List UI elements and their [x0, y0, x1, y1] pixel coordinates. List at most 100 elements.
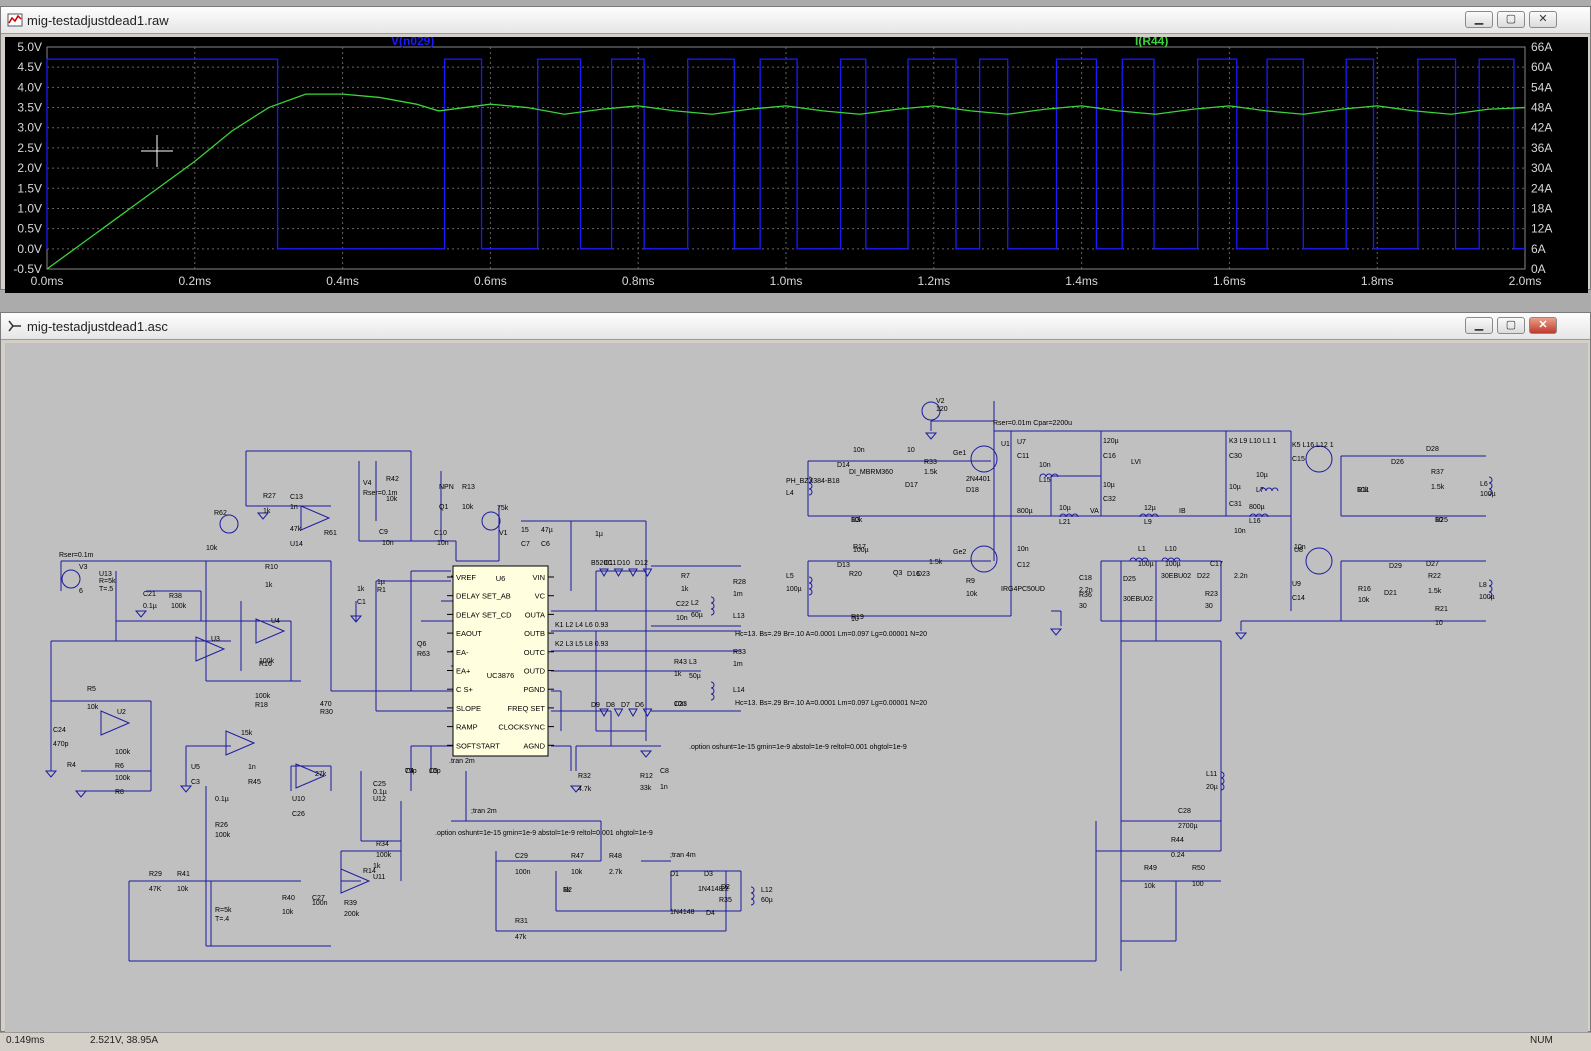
spice-directive[interactable]: K2 L3 L5 L8 0.93 — [555, 641, 608, 648]
opamp-symbol[interactable] — [295, 763, 326, 789]
schematic-close-button[interactable]: ✕ — [1529, 317, 1557, 334]
inductor-symbol[interactable] — [1249, 513, 1269, 518]
opamp-symbol[interactable] — [300, 505, 331, 531]
schematic-maximize-button[interactable]: ▢ — [1497, 317, 1525, 334]
diode-symbol[interactable] — [642, 568, 653, 578]
y-right-tick-label: 54A — [1531, 80, 1552, 94]
component-label: D23 — [917, 571, 930, 578]
inductor-symbol[interactable] — [1139, 513, 1159, 518]
voltage-source-symbol[interactable] — [61, 569, 81, 589]
opamp-symbol[interactable] — [340, 868, 371, 894]
opamp-symbol[interactable] — [225, 730, 256, 756]
component-label: 10k — [571, 869, 583, 876]
component-label: 100k — [215, 832, 231, 839]
diode-symbol[interactable] — [613, 568, 624, 578]
component-label: C32 — [1103, 496, 1116, 503]
component-label: 60µ — [761, 897, 773, 904]
spice-directive[interactable]: .option oshunt=1e-15 gmin=1e-9 abstol=1e… — [689, 744, 907, 751]
component-label: C24 — [53, 727, 66, 734]
schematic-minimize-button[interactable]: ▁ — [1465, 317, 1493, 334]
ic-pin-label-left: EA+ — [456, 667, 471, 676]
inductor-symbol[interactable] — [1220, 771, 1225, 791]
inductor-symbol[interactable] — [1488, 579, 1493, 599]
component-label: 10k — [462, 504, 474, 511]
spice-directive[interactable]: Hc=13. Bs=.29 Br=.10 A=0.0001 Lm=0.097 L… — [735, 700, 927, 707]
igbt-symbol[interactable] — [970, 445, 998, 473]
component-label: D6 — [635, 702, 644, 709]
inductor-symbol[interactable] — [1129, 557, 1149, 562]
inductor-symbol[interactable] — [808, 576, 813, 596]
component-label: 10k — [282, 909, 294, 916]
diode-symbol[interactable] — [599, 568, 609, 578]
diode-symbol[interactable] — [599, 708, 609, 718]
component-label: 470p — [53, 741, 69, 748]
igbt-symbol[interactable] — [1305, 547, 1333, 575]
inductor-symbol[interactable] — [750, 886, 755, 906]
inductor-symbol[interactable] — [710, 596, 715, 616]
spice-directive[interactable]: Hc=13. Bs=.29 Br=.10 A=0.0001 Lm=0.097 L… — [735, 631, 927, 638]
inductor-symbol[interactable] — [1059, 513, 1079, 518]
component-label: R17 — [853, 544, 866, 551]
minimize-button[interactable]: ▁ — [1465, 11, 1493, 28]
component-label: 100k — [376, 852, 392, 859]
schematic-titlebar[interactable]: mig-testadjustdead1.asc ▁ ▢ ✕ — [1, 313, 1590, 340]
diode-symbol[interactable] — [642, 708, 653, 718]
maximize-button[interactable]: ▢ — [1497, 11, 1525, 28]
inductor-symbol[interactable] — [1161, 557, 1181, 562]
diode-symbol[interactable] — [613, 708, 624, 718]
opamp-symbol[interactable] — [100, 710, 131, 736]
opamp-symbol[interactable] — [255, 618, 286, 644]
spice-directive[interactable]: .option oshunt=1e-15 gmin=1e-9 abstol=1e… — [435, 830, 653, 837]
component-label: 1n — [248, 764, 256, 771]
component-label: C14 — [1292, 595, 1305, 602]
component-label: 100µ — [853, 547, 869, 554]
component-label: 10n — [676, 615, 688, 622]
component-label: U4 — [271, 618, 280, 625]
component-label: 10 — [1435, 517, 1443, 524]
voltage-source-symbol[interactable] — [219, 514, 239, 534]
component-label: C9 — [379, 529, 388, 536]
ic-ref: U6 — [496, 574, 506, 583]
spice-directive[interactable]: K1 L2 L4 L6 0.93 — [555, 622, 608, 629]
diode-symbol[interactable] — [628, 708, 638, 718]
component-label: 47k — [515, 934, 527, 941]
component-label: 33k — [640, 785, 652, 792]
diode-symbol[interactable] — [628, 568, 638, 578]
ic-uc3876-body[interactable] — [452, 565, 549, 757]
component-label: R10 — [265, 564, 278, 571]
inductor-symbol[interactable] — [1488, 476, 1493, 496]
waveform-titlebar[interactable]: mig-testadjustdead1.raw ▁ ▢ ✕ — [1, 7, 1590, 34]
component-label: C21 — [143, 591, 156, 598]
restore-button[interactable]: ✕ — [1529, 11, 1557, 28]
voltage-source-symbol[interactable] — [481, 511, 501, 531]
component-label: 10 — [851, 616, 859, 623]
y-right-tick-label: 18A — [1531, 201, 1552, 215]
opamp-symbol[interactable] — [195, 636, 226, 662]
component-label: 60µ — [691, 612, 703, 619]
trace-label-ir44[interactable]: I(R44) — [1135, 34, 1168, 48]
trace-label-vn029[interactable]: V(n029) — [391, 34, 434, 48]
igbt-symbol[interactable] — [970, 545, 998, 573]
igbt-symbol[interactable] — [1305, 445, 1333, 473]
inductor-symbol[interactable] — [710, 681, 715, 701]
voltage-source-symbol[interactable] — [921, 401, 941, 421]
ground-symbol — [639, 750, 653, 758]
inductor-symbol[interactable] — [1039, 473, 1059, 478]
y-left-tick-label: 3.0V — [17, 121, 42, 135]
component-label: 10k — [1358, 597, 1370, 604]
component-label: 30 — [1205, 603, 1213, 610]
component-label: Ge1 — [953, 450, 966, 457]
component-label: 0.1µ — [215, 796, 229, 803]
ic-name: UC3876 — [487, 671, 515, 680]
inductor-symbol[interactable] — [1259, 487, 1279, 492]
y-left-tick-label: 1.0V — [17, 201, 42, 215]
inductor-symbol[interactable] — [808, 476, 813, 496]
component-label: 1k — [681, 586, 689, 593]
component-label: 1k — [373, 863, 381, 870]
